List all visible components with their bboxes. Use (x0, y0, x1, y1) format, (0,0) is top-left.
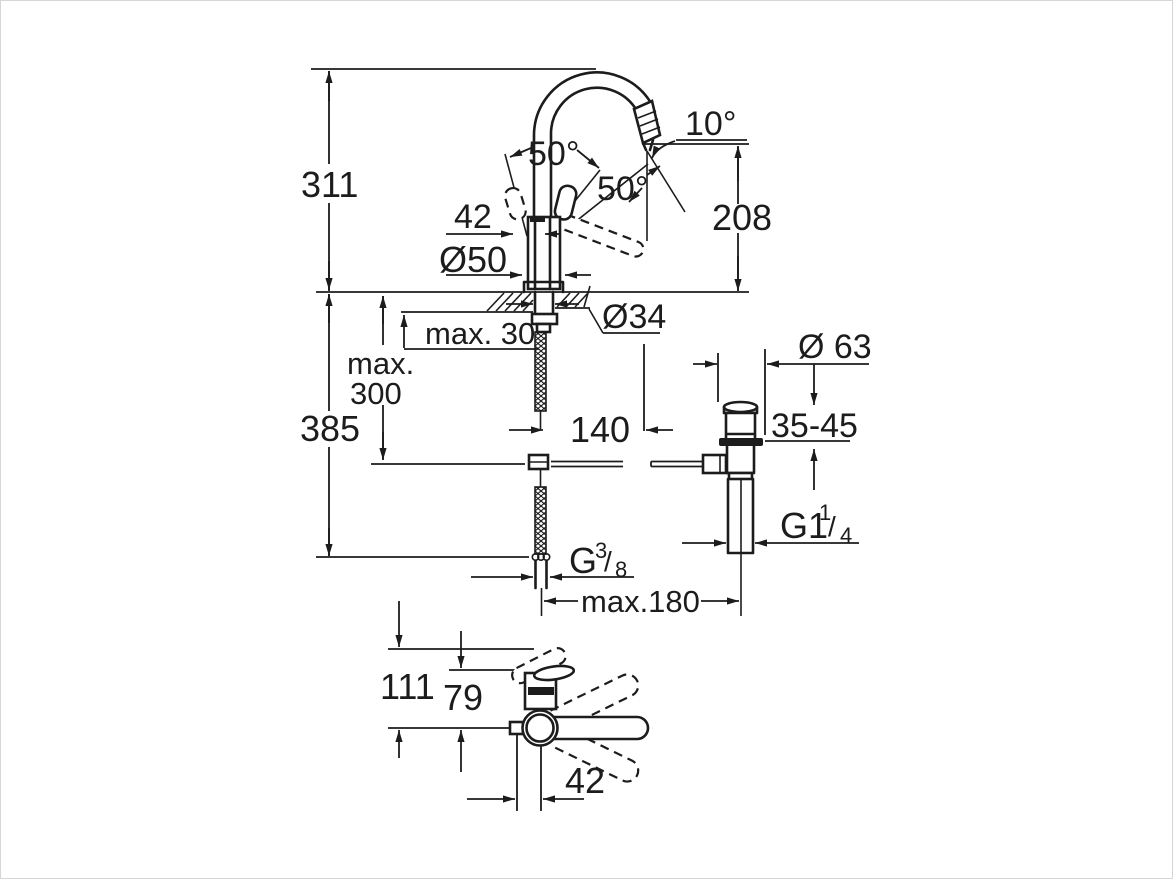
waste-thread-label: G1 (780, 505, 828, 546)
height-above-deck-label: 311 (301, 164, 358, 205)
reference-lines (311, 68, 749, 558)
waste-thread-slash: / (828, 511, 836, 542)
pop-up-rod (551, 460, 623, 468)
rod-to-waste-label: 140 (570, 409, 630, 450)
handle-swing-angle-label: 50° (528, 135, 579, 173)
topview-depth-label: 111 (380, 666, 435, 707)
dimension-lines (325, 71, 869, 803)
topview-handle-depth-label: 79 (443, 677, 483, 718)
supply-hose-end (534, 559, 548, 590)
rod-port (701, 453, 728, 475)
mounting-nut (530, 312, 559, 326)
base-flange (522, 280, 565, 294)
hose-length-label-line1: max. (347, 346, 414, 381)
waste-thread-numerator: 1 (819, 500, 831, 525)
handle-top-view (532, 664, 576, 682)
total-height-below-label: 385 (300, 408, 360, 449)
supply-hose-upper (534, 331, 547, 412)
handle-left-outline (503, 186, 527, 221)
aerator-nozzle (632, 99, 662, 145)
body-offset-label: 42 (454, 198, 492, 236)
spout-swing-upper (549, 673, 640, 732)
supply-thread-slash: / (604, 546, 612, 577)
spout-swing-lower (549, 724, 640, 783)
supply-thread-numerator: 3 (595, 538, 607, 563)
spout-top-view (551, 715, 650, 741)
supply-thread-denominator: 8 (615, 557, 627, 582)
handle-lowered-outline (555, 212, 645, 258)
pop-up-waste (701, 400, 763, 616)
aerator-angle-label: 10° (685, 105, 736, 143)
spout-inner-wall (549, 86, 639, 219)
faucet-body (526, 215, 562, 291)
hose-length-label-line2: 300 (350, 376, 402, 411)
handle-upright (553, 184, 578, 221)
reach-max-label: max.180 (581, 584, 700, 619)
handle-lift-angle-label: 50° (597, 170, 648, 208)
body-circle-inner (525, 713, 555, 743)
supply-hose-lower (534, 486, 547, 555)
spout-outer-wall (532, 71, 653, 219)
waste-dome (722, 400, 759, 414)
waste-flange (719, 438, 763, 446)
supply-thread-label: G (569, 540, 597, 581)
waste-thread-denominator: 4 (840, 523, 852, 548)
handle-lift-construction (555, 150, 686, 258)
base-diameter-label: Ø50 (439, 239, 507, 280)
faucet-front-view (371, 71, 702, 616)
outlet-height-label: 208 (712, 197, 772, 238)
aerator-angle-arc (651, 140, 676, 159)
shank-diameter-label: Ø34 (602, 298, 666, 336)
deck-thickness-label: max. 30 (425, 316, 535, 351)
faucet-top-view (388, 647, 650, 811)
waste-flange-diameter-label: Ø 63 (798, 328, 872, 366)
body-nub (508, 720, 525, 736)
waste-deck-range-label: 35-45 (771, 407, 858, 445)
topview-offset-label: 42 (565, 760, 605, 801)
dimension-labels: 311 50° 50° 10° 42 208 Ø50 Ø34 max. 30 m… (300, 105, 872, 801)
